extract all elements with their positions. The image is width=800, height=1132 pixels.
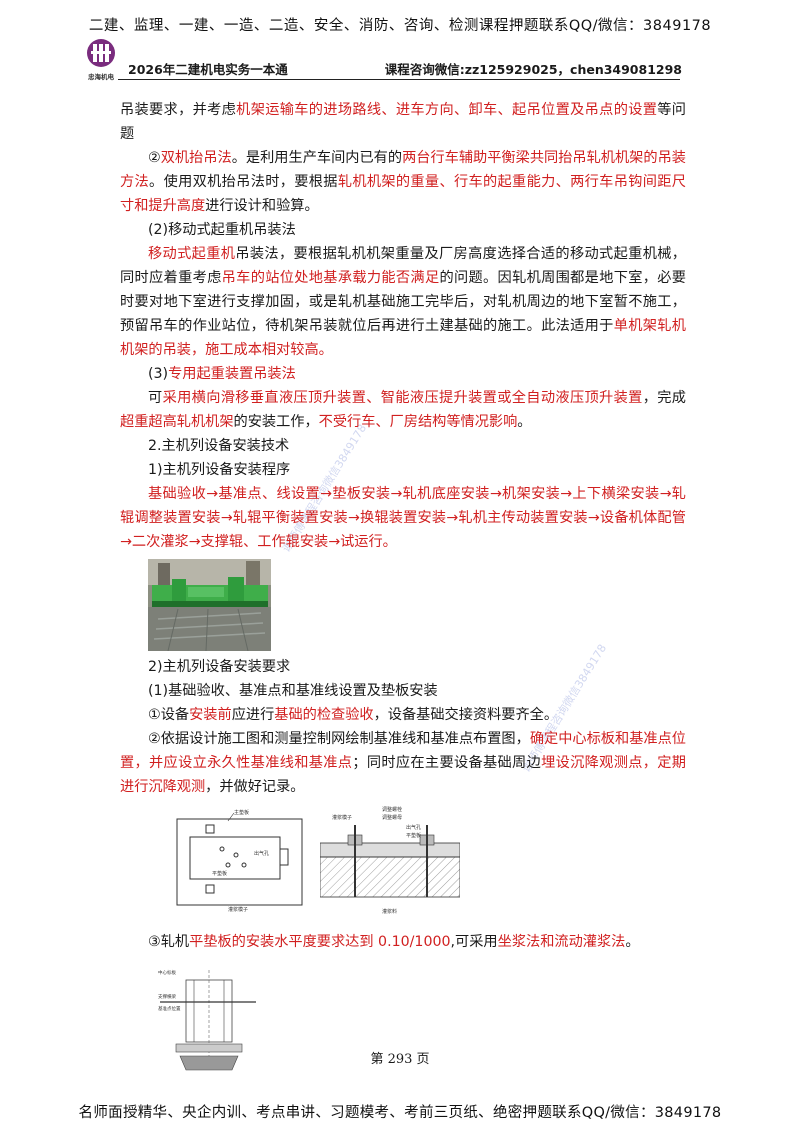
contact-info: 课程咨询微信:zz125929025，chen349081298 [384,62,682,77]
page-content: 吊装要求，并考虑机架运输车的进场路线、进车方向、卸车、起吊位置及吊点的设置等问题… [120,98,686,1082]
label-adjust-nut: 调整螺母 [382,814,402,821]
label-grout-mold: 灌浆模子 [332,814,352,821]
label-grout: 灌浆料 [382,908,397,915]
installation-photo [148,559,271,651]
paragraph: 吊装要求，并考虑机架运输车的进场路线、进车方向、卸车、起吊位置及吊点的设置等问题 [120,102,686,142]
label-vent-hole: 出气孔 [254,850,269,857]
label-center-plate: 中心标板 [158,969,176,976]
label-main-shim: 主垫板 [234,809,249,816]
logo-icon [87,39,115,67]
paragraph: ②双机抬吊法。是利用生产车间内已有的两台行车辅助平衡梁共同抬吊轧机机架的吊装方法… [120,150,686,214]
paragraph: ①设备安装前应进行基础的检查验收，设备基础交接资料要齐全。 [148,707,559,723]
shim-plan-diagram: 主垫板 出气孔 平垫板 灌浆模子 [176,809,303,913]
book-title: 2026年二建机电实务一本通 [128,62,288,77]
paragraph: 可采用横向滑移垂直液压顶升装置、智能液压提升装置或全自动液压顶升装置，完成超重超… [120,390,686,430]
label-support-beam: 支撑横梁 [158,993,176,1000]
subheading: (2)移动式起重机吊装法 [148,222,296,238]
label-flat-shim: 平垫板 [212,870,227,877]
paragraph: ③轧机平垫板的安装水平度要求达到 0.10/1000,可采用坐浆法和流动灌浆法。 [148,934,640,950]
subheading: (3)专用起重装置吊装法 [148,366,296,382]
label-flat-shim: 平垫板 [406,832,421,839]
label-datum-point: 基准点位置 [158,1005,181,1012]
paragraph: 移动式起重机吊装法，要根据轧机机架重量及厂房高度选择合适的移动式起重机械，同时应… [120,246,686,358]
top-banner: 二建、监理、一建、一造、二造、安全、消防、咨询、检测课程押题联系QQ/微信：38… [88,18,712,34]
shim-diagrams: 主垫板 出气孔 平垫板 灌浆模子 调整螺栓 灌浆模子 调整螺母 出气孔 平垫板 … [120,805,686,920]
level-check-diagram: 中心标板 支撑横梁 基准点位置 [158,969,256,1071]
subheading: (1)基础验收、基准点和基准线设置及垫板安装 [148,683,438,699]
bottom-banner: 名师面授精华、央企内训、考点串讲、习题模考、考前三页纸、绝密押题联系QQ/微信：… [78,1105,722,1121]
section-heading: 2.主机列设备安装技术 [148,438,290,454]
label-adjust-bolt: 调整螺栓 [382,806,402,813]
shim-section-diagram: 调整螺栓 灌浆模子 调整螺母 出气孔 平垫板 灌浆料 [320,806,460,915]
install-sequence: 基础验收→基准点、线设置→垫板安装→轧机底座安装→机架安装→上下横梁安装→轧辊调… [120,486,686,550]
subheading: 2)主机列设备安装要求 [148,659,291,675]
subheading: 1)主机列设备安装程序 [148,462,291,478]
header-divider [118,79,680,80]
logo-caption: 忠海机电 [88,73,114,81]
paragraph: ②依据设计施工图和测量控制网绘制基准线和基准点布置图，确定中心标板和基准点位置，… [120,731,686,795]
label-grout-mold: 灌浆模子 [228,906,248,913]
page-number: 第 293 页 [370,1052,430,1067]
label-vent-hole: 出气孔 [406,824,421,831]
